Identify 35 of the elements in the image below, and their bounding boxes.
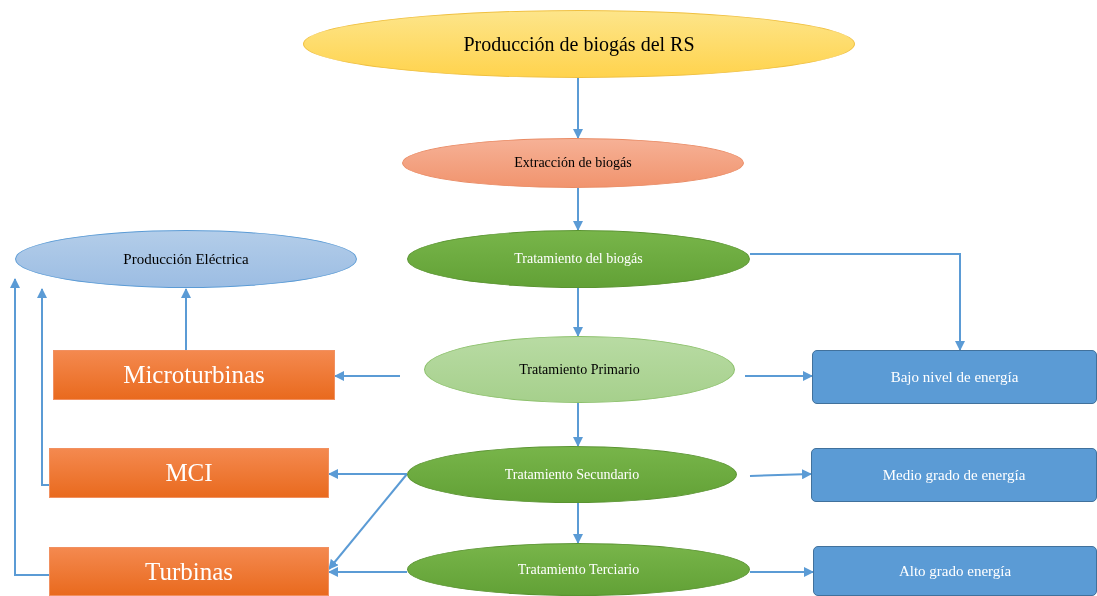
- node-label: MCI: [165, 459, 213, 487]
- arrow: [744, 371, 813, 381]
- arrow: [328, 567, 408, 577]
- energy-level-box: [813, 546, 1097, 596]
- arrow: [573, 187, 583, 231]
- node-label: Alto grado energía: [898, 562, 1012, 580]
- node-label: Producción de biogás del RS: [463, 32, 695, 56]
- node-label: Tratamiento Secundario: [504, 466, 640, 483]
- arrow: [10, 278, 50, 576]
- node-label: Tratamiento Terciario: [517, 561, 640, 578]
- node-label: Tratamiento Primario: [519, 361, 640, 378]
- arrow: [573, 402, 583, 447]
- arrow: [573, 502, 583, 544]
- arrow: [328, 469, 408, 479]
- technology-box: [53, 350, 335, 400]
- node-label: Tratamiento del biogás: [514, 251, 643, 267]
- arrow: [328, 473, 408, 570]
- energy-level-box: [812, 350, 1097, 404]
- node-label: Producción Eléctrica: [123, 250, 249, 268]
- node-label: Extracción de biogás: [514, 155, 632, 171]
- technology-box: [49, 448, 329, 498]
- arrow: [749, 253, 965, 351]
- node-label: Medio grado de energía: [882, 466, 1026, 484]
- arrow: [749, 567, 814, 577]
- node-label: Bajo nivel de energía: [890, 368, 1019, 386]
- arrow: [181, 288, 191, 351]
- arrow: [573, 287, 583, 337]
- arrow: [749, 469, 812, 480]
- technology-box: [49, 547, 329, 596]
- node-label: Turbinas: [145, 557, 233, 586]
- arrow: [37, 288, 50, 486]
- node-label: Microturbinas: [123, 361, 265, 389]
- energy-level-box: [811, 448, 1097, 502]
- arrow: [334, 371, 401, 381]
- arrow: [573, 77, 583, 139]
